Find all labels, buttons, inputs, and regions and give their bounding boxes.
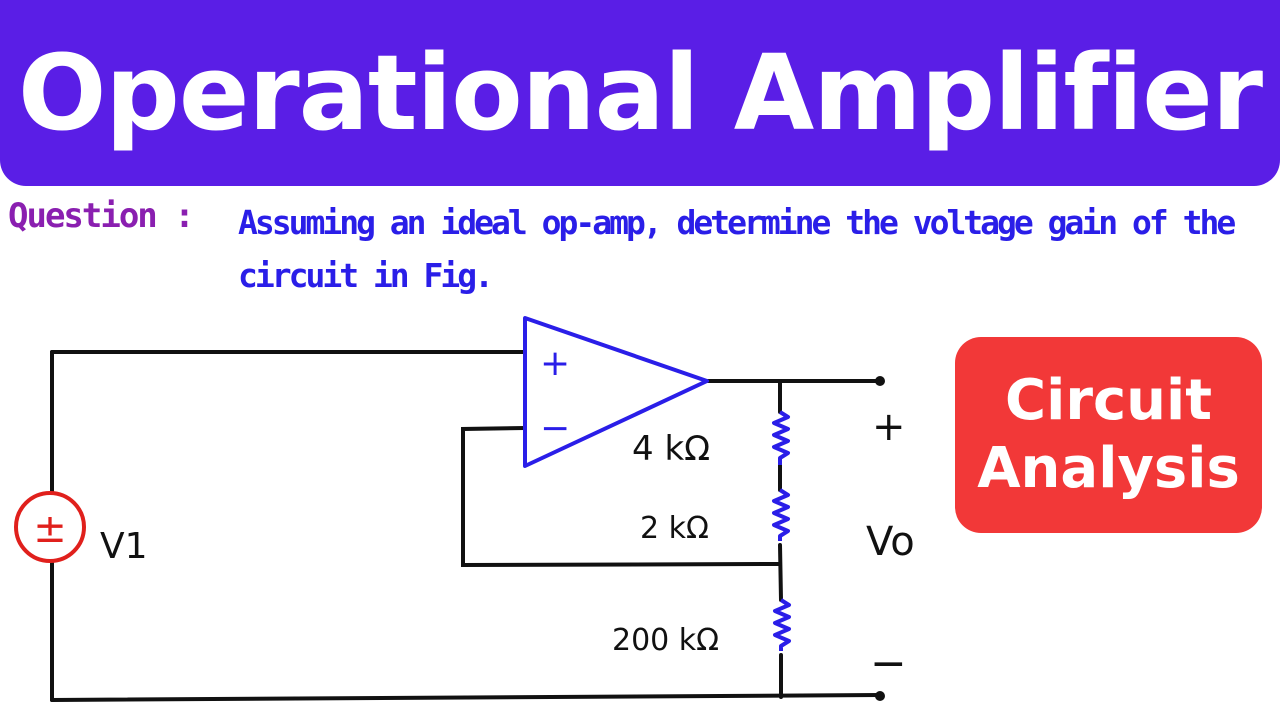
resistor-label-200k: 200 kΩ (612, 623, 719, 658)
badge-line-2: Analysis (977, 436, 1240, 501)
question-label: Question : (8, 196, 195, 236)
voltage-source-icon (14, 491, 86, 563)
opamp-plus: + (540, 343, 570, 384)
circuit-analysis-badge: Circuit Analysis (955, 337, 1262, 533)
resistor-4k (772, 410, 790, 465)
wire-bottom (50, 693, 882, 702)
source-label: V1 (100, 526, 148, 567)
output-label: Vo (866, 519, 915, 565)
title-banner: Operational Amplifier (0, 0, 1280, 186)
wire-feedback (778, 379, 783, 699)
question-text: Assuming an ideal op-amp, determine the … (238, 203, 1236, 295)
resistor-200k (773, 598, 791, 651)
opamp-minus: − (540, 408, 570, 449)
resistor-2k (772, 488, 790, 541)
output-plus: + (872, 404, 906, 450)
opamp-triangle (523, 316, 709, 468)
resistor-label-4k: 4 kΩ (632, 429, 710, 469)
wire-inverting (461, 426, 782, 568)
output-terminals (875, 376, 885, 701)
page-title: Operational Amplifier (17, 32, 1263, 154)
badge-line-1: Circuit (1005, 368, 1212, 433)
resistor-label-2k: 2 kΩ (640, 511, 709, 546)
source-polarity: ± (33, 506, 67, 552)
output-minus: − (870, 638, 907, 689)
